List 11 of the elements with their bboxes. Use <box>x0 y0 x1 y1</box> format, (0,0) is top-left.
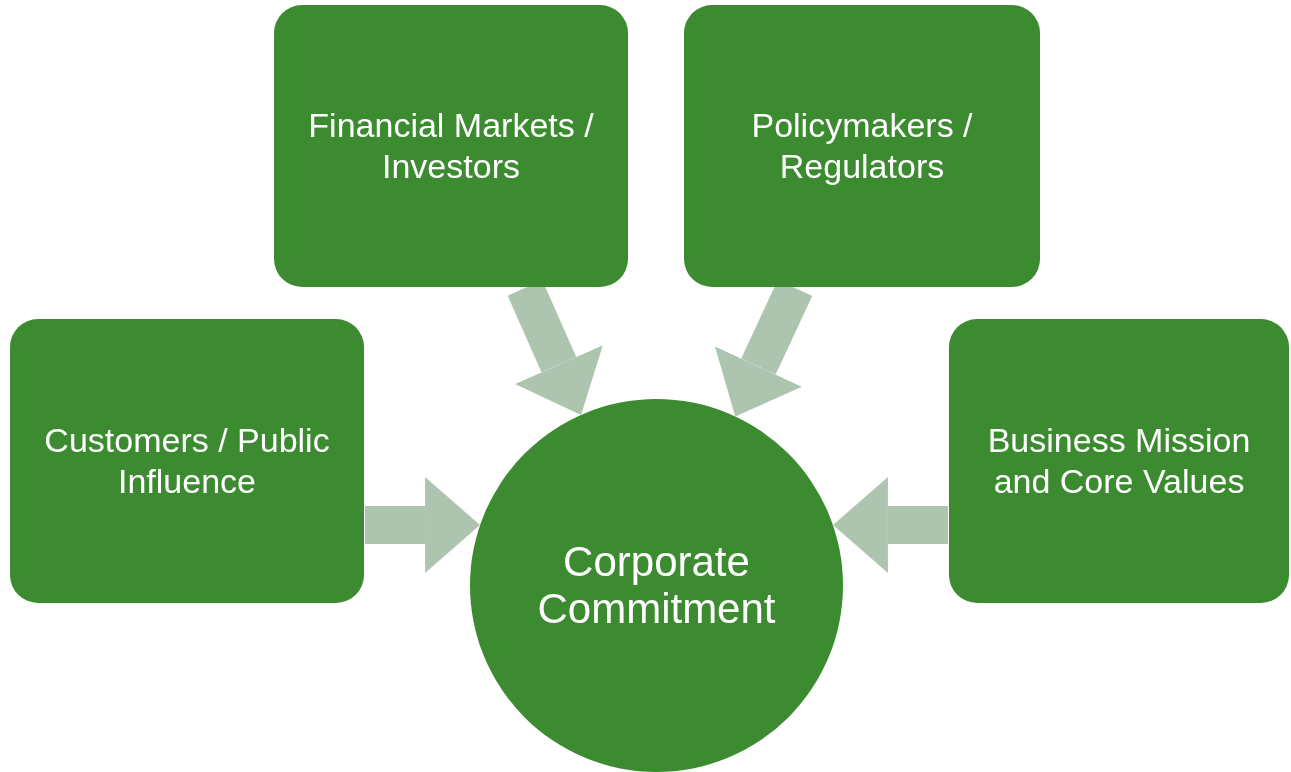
rounded-box <box>10 319 364 603</box>
block-arrow <box>365 477 481 573</box>
rounded-box <box>274 5 628 287</box>
node-label: Policymakers / Regulators <box>750 105 974 187</box>
rounded-box <box>949 319 1289 603</box>
node-label: Customers / Public Influence <box>43 420 331 502</box>
node-label: Business Mission and Core Values <box>986 420 1252 502</box>
block-arrow <box>832 477 948 573</box>
node-label: Financial Markets / Investors <box>307 105 595 187</box>
node-label: Corporate Commitment <box>536 539 777 632</box>
rounded-box <box>684 5 1040 287</box>
